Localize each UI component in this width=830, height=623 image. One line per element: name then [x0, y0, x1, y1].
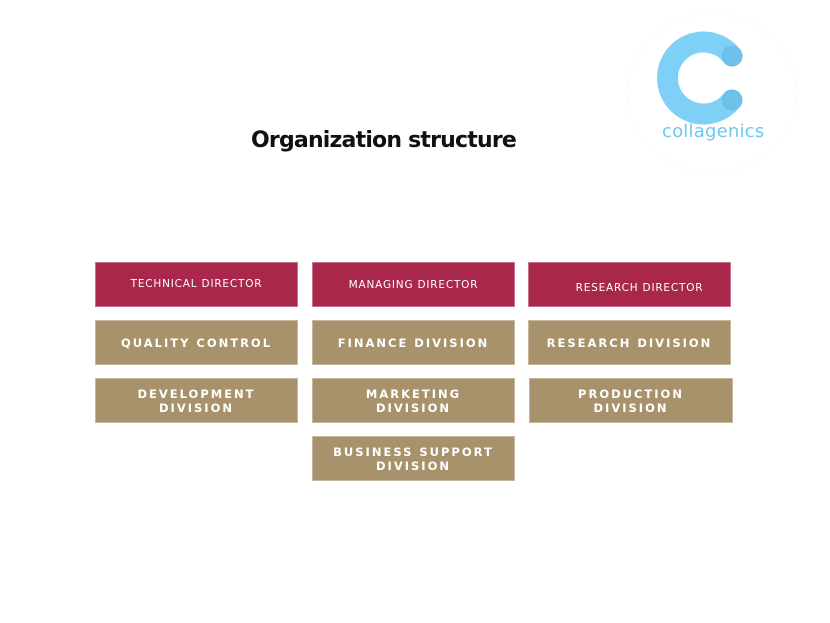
letter-c-icon — [657, 31, 743, 125]
box-technical-director: TECHNICAL DIRECTOR — [95, 262, 298, 307]
box-production-division: PRODUCTION DIVISION — [529, 378, 733, 423]
box-label: QUALITY CONTROL — [120, 335, 273, 350]
box-label: MANAGING DIRECTOR — [348, 278, 479, 291]
collagenics-logo: collagenics — [628, 14, 796, 172]
box-label: RESEARCH DIRECTOR — [575, 281, 704, 294]
box-label: TECHNICAL DIRECTOR — [130, 277, 263, 290]
box-label: BUSINESS SUPPORT DIVISION — [333, 444, 494, 473]
box-quality-control: QUALITY CONTROL — [95, 320, 298, 365]
box-research-division: RESEARCH DIVISION — [528, 320, 731, 365]
box-finance-division: FINANCE DIVISION — [312, 320, 515, 365]
box-label: DEVELOPMENT DIVISION — [137, 386, 256, 415]
box-research-director: RESEARCH DIRECTOR — [528, 262, 731, 307]
box-development-division: DEVELOPMENT DIVISION — [95, 378, 298, 423]
logo-text: collagenics — [662, 121, 765, 142]
box-marketing-division: MARKETING DIVISION — [312, 378, 515, 423]
box-label: FINANCE DIVISION — [337, 335, 490, 350]
box-managing-director: MANAGING DIRECTOR — [312, 262, 515, 307]
box-label: PRODUCTION DIVISION — [578, 386, 684, 415]
box-label: RESEARCH DIVISION — [546, 335, 713, 350]
box-label: MARKETING DIVISION — [365, 386, 462, 415]
box-business-support-division: BUSINESS SUPPORT DIVISION — [312, 436, 515, 481]
page-title: Organization structure — [251, 128, 517, 153]
